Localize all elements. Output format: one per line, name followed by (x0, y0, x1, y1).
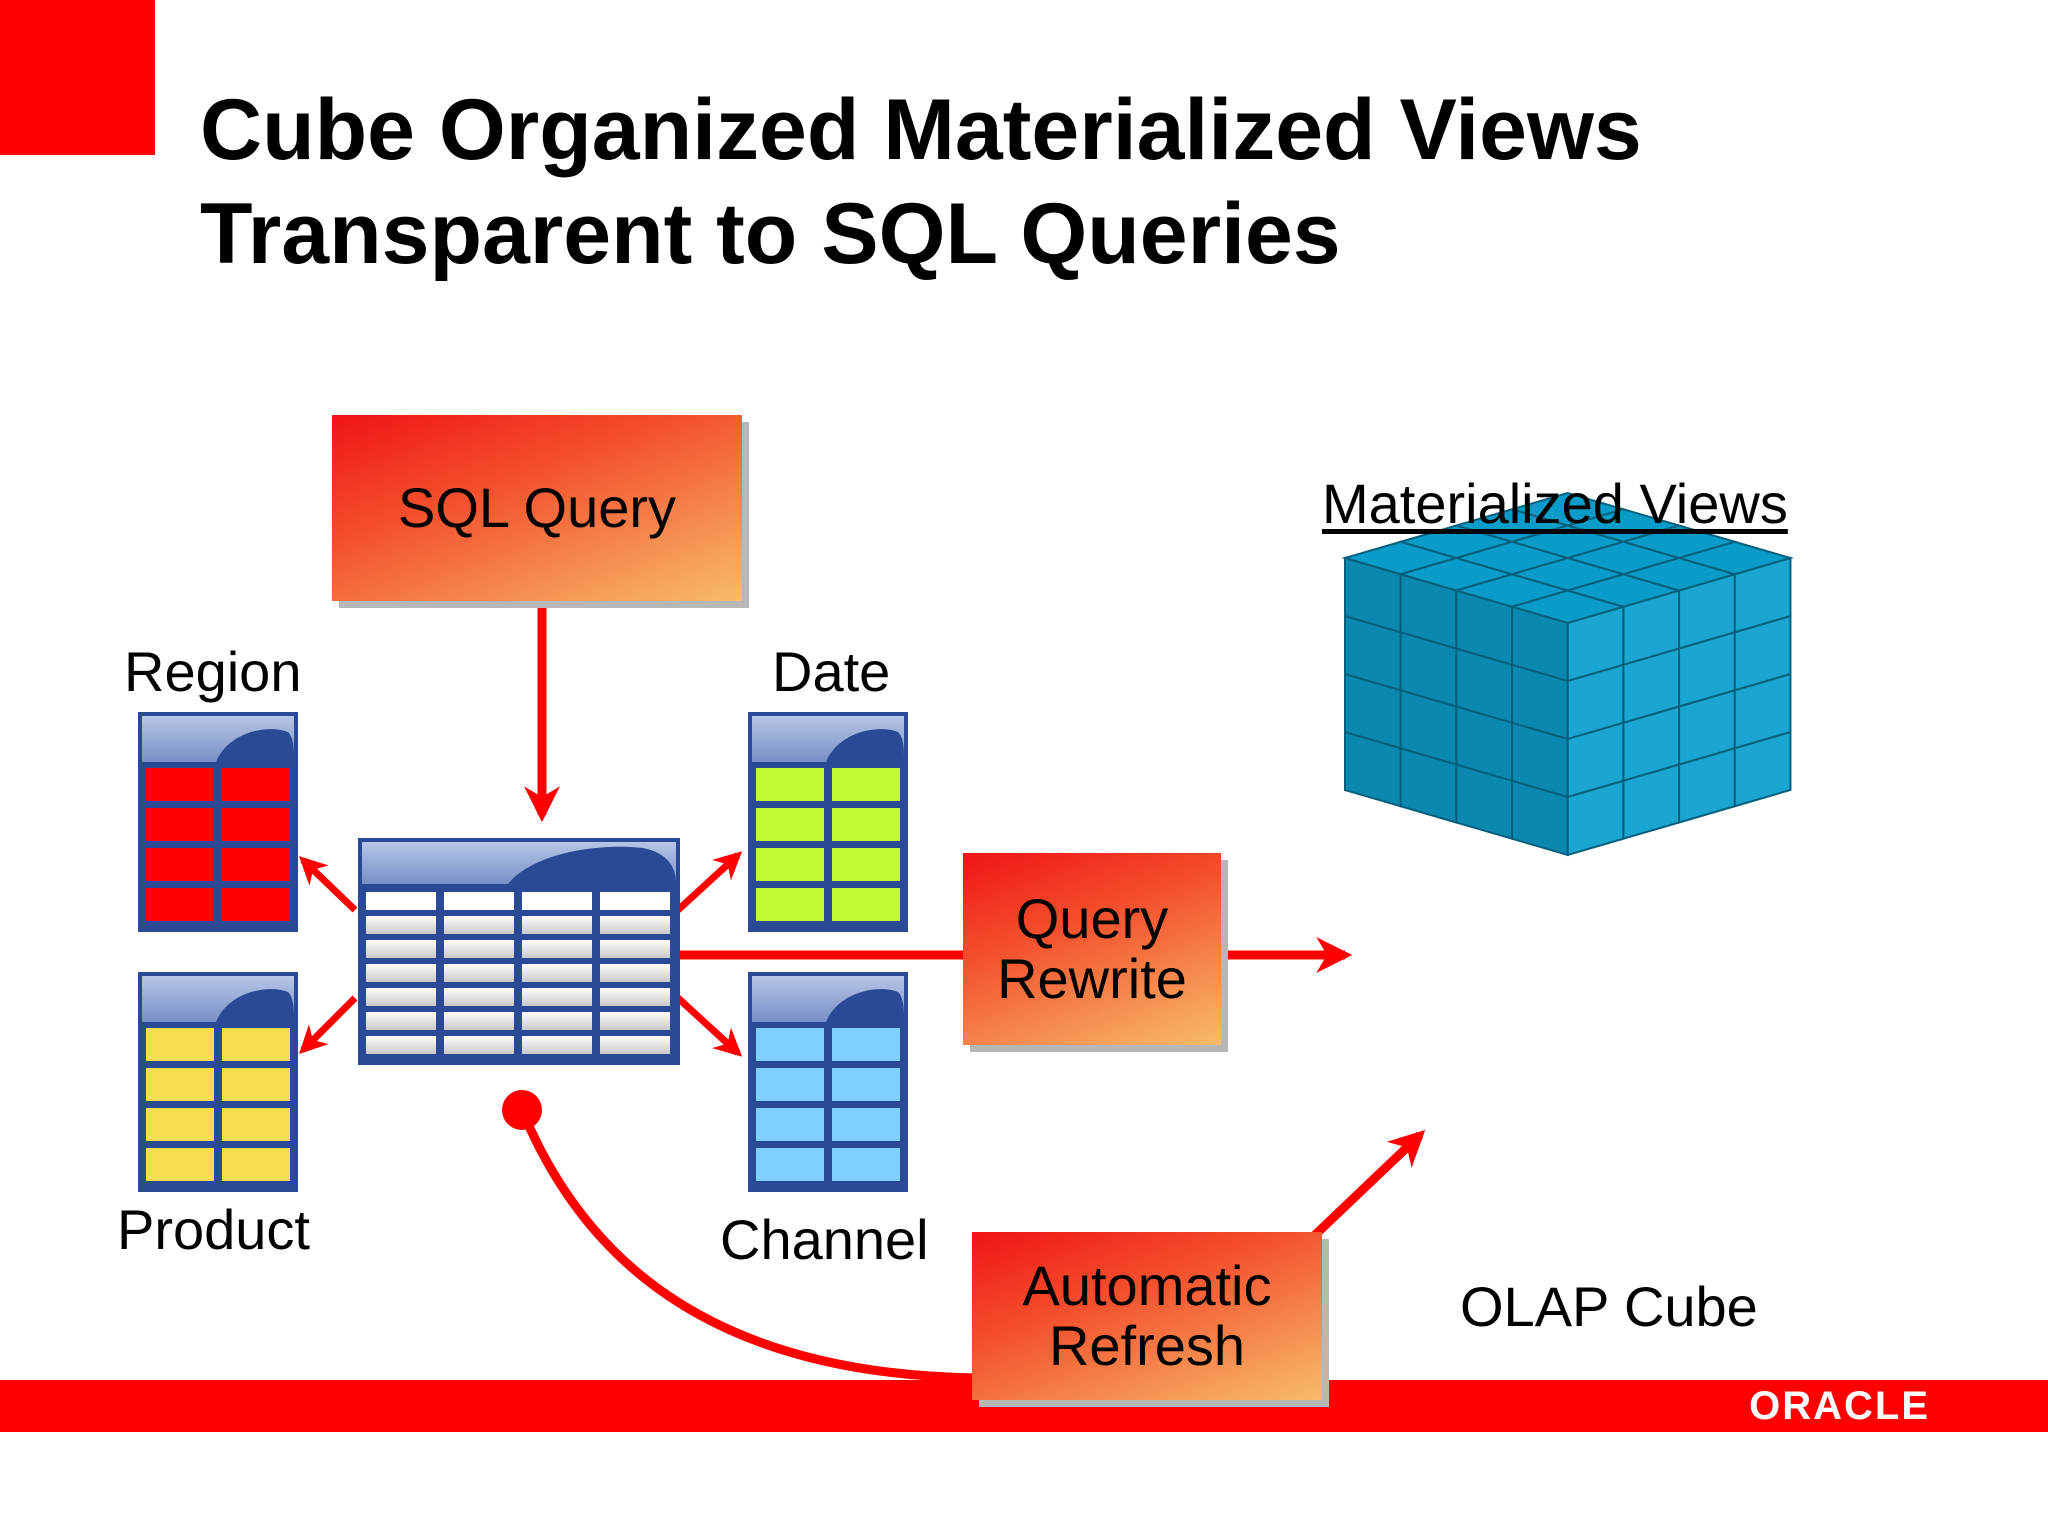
arrows (298, 604, 1426, 1383)
refresh-start-dot (502, 1090, 542, 1130)
olap-cube-label: OLAP Cube (1460, 1275, 1758, 1338)
automatic-refresh-line-2: Refresh (1048, 1314, 1246, 1377)
query-rewrite-line-1: Query (1015, 887, 1169, 950)
arrow-fact-to-region (298, 856, 358, 913)
arrow-fact-to-date (675, 851, 743, 913)
region-label: Region (124, 640, 302, 703)
channel-label: Channel (720, 1208, 929, 1271)
slide-title: Cube Organized Materialized Views Transp… (200, 78, 1642, 286)
sql-query-box: SQL Query (332, 415, 742, 601)
arrow-fact-to-product (299, 995, 358, 1054)
query-rewrite-line-2: Rewrite (997, 947, 1187, 1010)
oracle-logo: ORACLE (1749, 1384, 1930, 1428)
fact-table (358, 838, 680, 1065)
olap-cube-graphic (1341, 491, 1795, 857)
sql-query-label: SQL Query (397, 476, 677, 539)
materialized-views-heading: Materialized Views (1322, 472, 1788, 535)
corner-accent (0, 0, 155, 155)
arrow-refresh-curve (517, 1108, 981, 1383)
automatic-refresh-box: Automatic Refresh (972, 1232, 1322, 1400)
table-region (138, 712, 298, 932)
table-product (138, 972, 298, 1192)
arrow-refresh-to-cube (1311, 1130, 1426, 1239)
title-line-1: Cube Organized Materialized Views (200, 82, 1642, 178)
date-label: Date (772, 640, 891, 703)
automatic-refresh-line-1: Automatic (1022, 1254, 1272, 1317)
table-date (748, 712, 908, 932)
query-rewrite-box: Query Rewrite (963, 853, 1221, 1045)
product-label: Product (117, 1198, 310, 1261)
table-channel (748, 972, 908, 1192)
arrow-fact-to-channel (675, 995, 743, 1057)
title-line-2: Transparent to SQL Queries (200, 186, 1341, 282)
